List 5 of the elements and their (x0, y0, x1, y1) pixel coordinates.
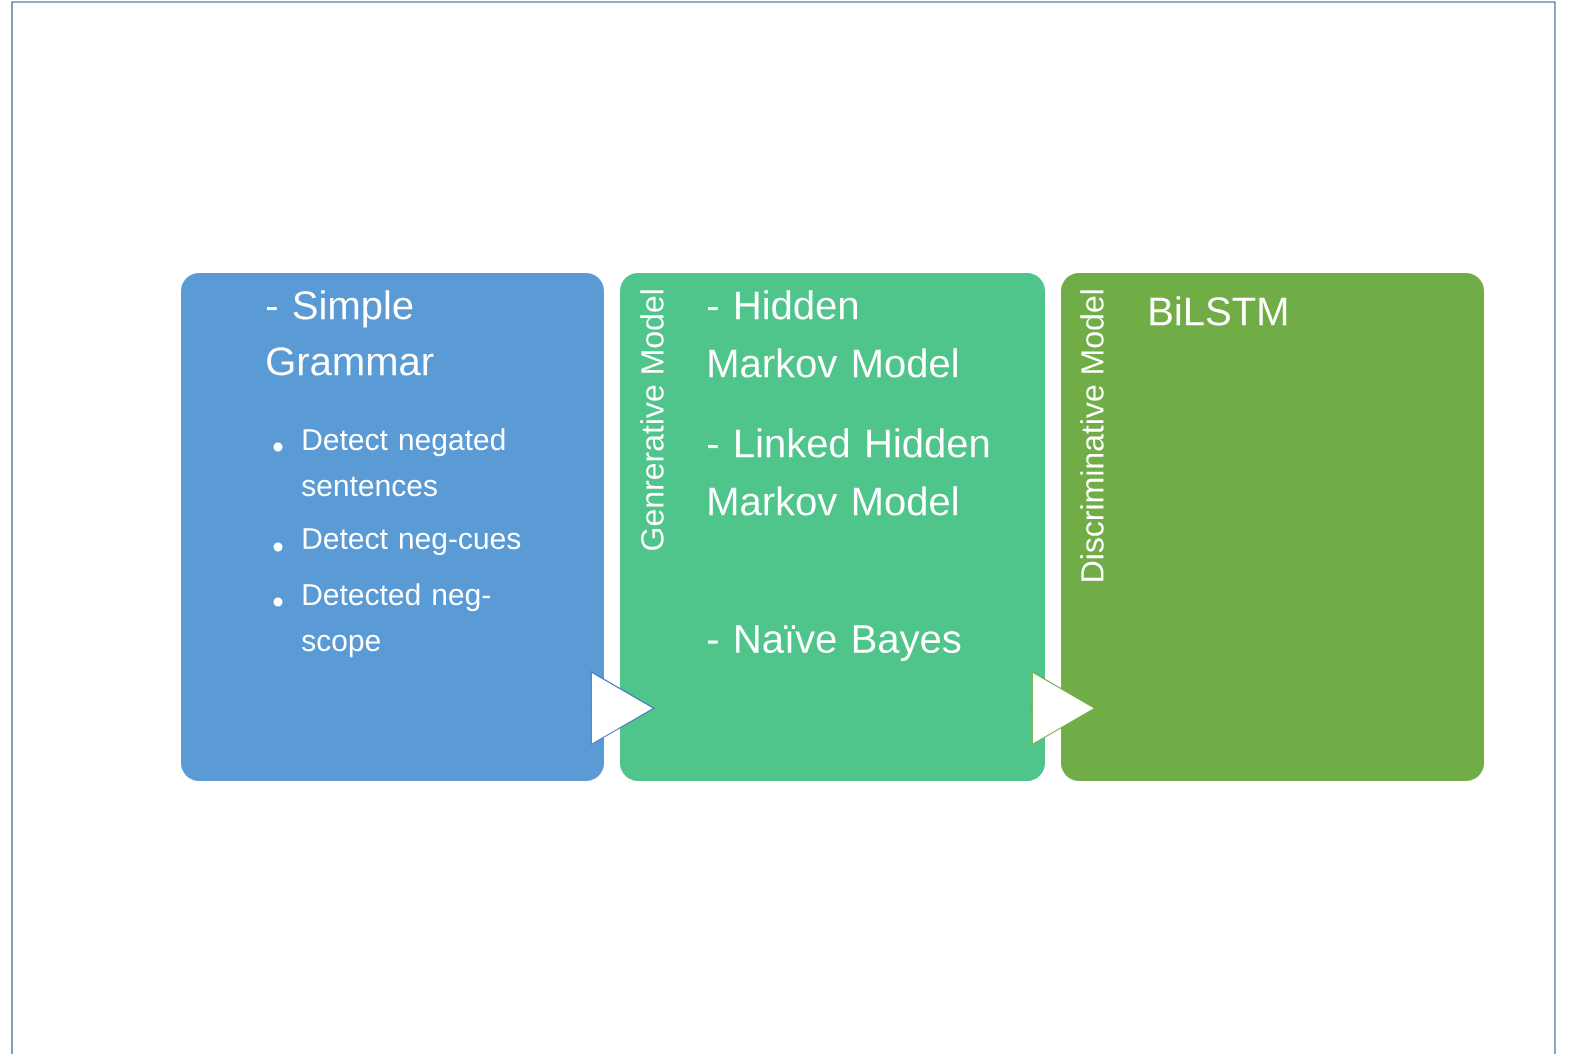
arrow (589, 671, 655, 745)
process-box: Discriminative Model BiLSTM (1061, 273, 1484, 781)
process-box: - Simple Grammar Detect negated sentences Detect neg-cues Detected neg-scope (181, 273, 604, 781)
process-box: Genrerative Model - Hidden Markov Model - Linked Hidden Markov Model - Naïve Bayes (620, 273, 1045, 781)
arrow (1030, 671, 1096, 745)
